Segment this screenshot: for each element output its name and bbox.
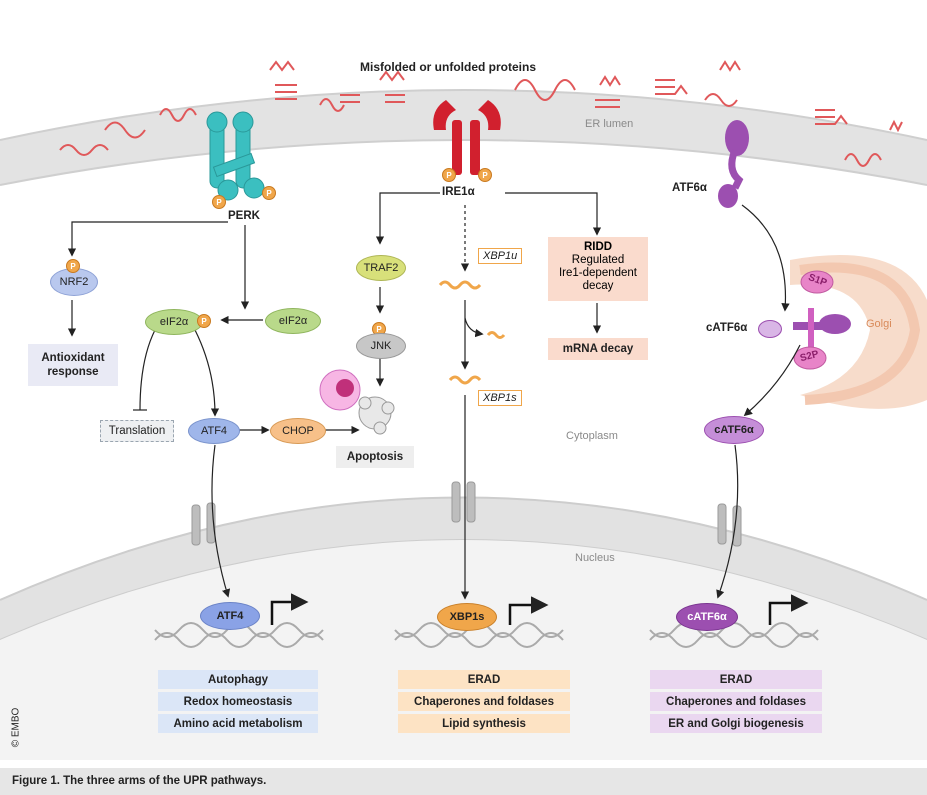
atf4-nucleus-node: ATF4: [200, 602, 260, 630]
atf6-target-chaperones: Chaperones and foldases: [650, 692, 822, 711]
ire1-target-lipid: Lipid synthesis: [398, 714, 570, 733]
catf6-fragment: [758, 320, 782, 338]
atf6-receptor: [718, 120, 749, 208]
ridd-title: RIDD: [583, 241, 613, 253]
phospho-p: P: [212, 195, 226, 209]
perk-receptor: [206, 111, 265, 201]
diagram-title: Misfolded or unfolded proteins: [360, 60, 536, 74]
atf6-target-erad: ERAD: [650, 670, 822, 689]
chop-node: CHOP: [270, 418, 326, 444]
traf2-node: TRAF2: [356, 255, 406, 281]
eif2a-phospho-node: eIF2α: [145, 309, 203, 335]
phospho-p: P: [478, 168, 492, 182]
perk-target-redox: Redox homeostasis: [158, 692, 318, 711]
xbp1u-tag: XBP1u: [478, 248, 523, 264]
phospho-p: P: [262, 186, 276, 200]
er-lumen-label: ER lumen: [585, 118, 634, 130]
phospho-p: P: [66, 259, 80, 273]
protease-complex: [793, 270, 851, 370]
phospho-p: P: [372, 322, 386, 336]
ire1-label: IRE1α: [442, 186, 475, 198]
embo-credit: © EMBO: [10, 707, 22, 748]
atf6-target-er-golgi: ER and Golgi biogenesis: [650, 714, 822, 733]
apoptosis-box: Apoptosis: [336, 446, 414, 468]
ridd-line: Ire1-dependent: [558, 267, 637, 279]
caption-bar: [0, 768, 927, 795]
jnk-node: JNK: [356, 333, 406, 359]
ridd-line: decay: [582, 280, 614, 292]
translation-box: Translation: [100, 420, 174, 442]
antioxidant-response-box: Antioxidant response: [28, 344, 118, 386]
perk-target-autophagy: Autophagy: [158, 670, 318, 689]
nucleus-label: Nucleus: [575, 552, 615, 564]
cytoplasm-label: Cytoplasm: [566, 430, 618, 442]
nuclear-envelope: [0, 497, 927, 640]
golgi-label: Golgi: [866, 318, 892, 330]
catf6-golgi-label: cATF6α: [706, 322, 748, 334]
ridd-line: Regulated: [571, 254, 625, 266]
phospho-p: P: [442, 168, 456, 182]
eif2a-node: eIF2α: [265, 308, 321, 334]
ire1-target-chaperones: Chaperones and foldases: [398, 692, 570, 711]
atf4-node: ATF4: [188, 418, 240, 444]
xbp1s-nucleus-node: XBP1s: [437, 603, 497, 631]
ire1-receptor: [433, 100, 501, 175]
perk-label: PERK: [228, 210, 260, 222]
catf6-nucleus-node: cATF6α: [676, 603, 738, 631]
figure-caption: Figure 1. The three arms of the UPR path…: [12, 775, 267, 787]
xbp1s-tag: XBP1s: [478, 390, 522, 406]
atf6-label: ATF6α: [672, 182, 707, 194]
phospho-p: P: [197, 314, 211, 328]
apoptotic-cell: [319, 369, 395, 435]
ridd-box: RIDD Regulated Ire1-dependent decay: [548, 237, 648, 301]
perk-target-amino-acid: Amino acid metabolism: [158, 714, 318, 733]
er-membrane: [0, 90, 927, 185]
mrna-decay-box: mRNA decay: [548, 338, 648, 360]
ire1-target-erad: ERAD: [398, 670, 570, 689]
catf6-cytoplasm-node: cATF6α: [704, 416, 764, 444]
